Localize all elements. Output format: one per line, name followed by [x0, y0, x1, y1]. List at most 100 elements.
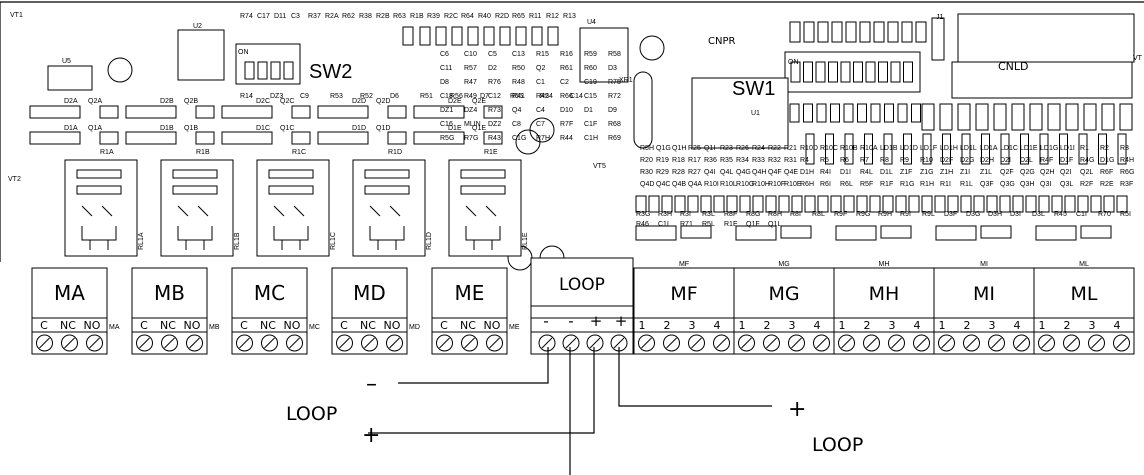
dip-switch-toggle [828, 61, 838, 83]
component-label: R1 [1080, 145, 1089, 152]
zone-terminal-pin-label: 1 [939, 319, 946, 332]
component-label: Q4G [736, 169, 751, 176]
component-label: R52 [360, 93, 373, 100]
terminal-screw-slot [389, 337, 400, 349]
component-label: R19 [656, 157, 669, 164]
relay-terminal-pin-label: NO [384, 319, 401, 332]
component-label: R4I [820, 169, 831, 176]
component-label: R3G [636, 211, 650, 218]
component-label: R10D [800, 145, 818, 152]
component-label: Q4H [752, 169, 766, 176]
terminal-screw-slot [1091, 337, 1102, 349]
component-label: R57 [464, 65, 477, 72]
terminal-screw-slot [364, 337, 375, 349]
resistor-r-array [1117, 133, 1127, 165]
component-label: R2C [444, 13, 458, 20]
relay-terminal-name-box [331, 267, 408, 319]
component-label: R8 [880, 157, 889, 164]
component-label: R45 [1054, 211, 1067, 218]
component-label: D2 [488, 65, 497, 72]
component-label: D3L [1032, 211, 1045, 218]
component-label: R6L [840, 181, 853, 188]
component-label: LD1I [1060, 145, 1075, 152]
label-d1: D1A [64, 125, 78, 132]
component-label: R51 [420, 93, 433, 100]
component-label: D2F [940, 157, 953, 164]
dip-switch-sw1 [784, 51, 921, 93]
label-r1: R1B [196, 149, 210, 156]
label-vt5: VT5 [593, 163, 606, 170]
component-label: R76 [488, 79, 501, 86]
component-label: R42 [536, 93, 549, 100]
component-label: R7 [860, 157, 869, 164]
component-label: R16 [560, 51, 573, 58]
label-q1: Q1A [88, 125, 102, 132]
terminal-screw-slot [741, 337, 752, 349]
component-label: LD1G [1040, 145, 1058, 152]
relay-coil [76, 169, 122, 179]
terminal-screw-slot [439, 337, 450, 349]
component-label: R72 [608, 93, 621, 100]
component-label: D9 [608, 107, 617, 114]
zone-terminal-pin-label: 2 [764, 319, 771, 332]
zone-terminal-pin-label: 3 [1089, 319, 1096, 332]
component-label: R6I [820, 181, 831, 188]
component-label: R63 [393, 13, 406, 20]
resistor-r-array [1078, 133, 1088, 165]
component-label: R59 [584, 51, 597, 58]
relay-terminal-pin-label: C [240, 319, 248, 332]
wire-loop-label-right: LOOP [812, 434, 863, 456]
component-label: D3I [1010, 211, 1021, 218]
dip-switch-toggle [878, 61, 888, 83]
led-bar [831, 21, 843, 43]
component-label: D8 [440, 79, 449, 86]
terminal-screw-slot [589, 337, 601, 349]
component-label: DZ4 [464, 107, 477, 114]
component-label: C7 [536, 121, 545, 128]
component-label: C14 [570, 93, 583, 100]
label-sw2-on: ON [238, 49, 249, 56]
component-label: R4L [860, 169, 873, 176]
chip-u4 [579, 27, 629, 83]
label-u5: U5 [62, 58, 71, 65]
component-label: Q1I [704, 145, 715, 152]
component-label: R6F [1100, 169, 1113, 176]
label-q1: Q1C [280, 125, 294, 132]
component-label: C1G [512, 135, 526, 142]
component-label: R6G [1120, 169, 1134, 176]
component-label: R10H [752, 181, 770, 188]
component-label: R47 [464, 79, 477, 86]
transistor-q4 [1083, 103, 1097, 131]
resistor-r-array [961, 133, 971, 165]
resistor-lower-array [648, 195, 660, 213]
terminal-screw-slot [565, 337, 577, 349]
label-u2: U2 [193, 23, 202, 30]
component-label: C12 [488, 93, 501, 100]
terminal-screw-slot [641, 337, 652, 349]
chip-u2 [177, 29, 225, 81]
relay-terminal-pin-label: C [40, 319, 48, 332]
resistor-lower-array [921, 195, 933, 213]
component-label: Q2I [1060, 169, 1071, 176]
label-q2: Q2D [376, 98, 390, 105]
component-label: LD1E [1020, 145, 1038, 152]
resistor-lower-array [1090, 195, 1102, 213]
label-q1: Q1E [472, 125, 486, 132]
terminal-screw-slot [489, 337, 500, 349]
wire-minus-label: – [366, 372, 377, 397]
component-label: D3F [944, 211, 957, 218]
component-label: R50 [512, 65, 525, 72]
component-label: R11 [529, 13, 541, 20]
relay-coil [364, 185, 410, 195]
component-label: LD1C [1000, 145, 1018, 152]
component-label: Q4B [672, 181, 686, 188]
diode-row [29, 131, 81, 145]
component-label: R6H [800, 181, 814, 188]
dip-switch-toggle [840, 61, 851, 83]
component-label: R70 [1098, 211, 1111, 218]
component-label: R4G [1080, 157, 1094, 164]
resistor-lower-array [1064, 195, 1076, 213]
resistor-lower-array [765, 195, 777, 213]
zone-terminal-name: ML [1071, 283, 1098, 305]
